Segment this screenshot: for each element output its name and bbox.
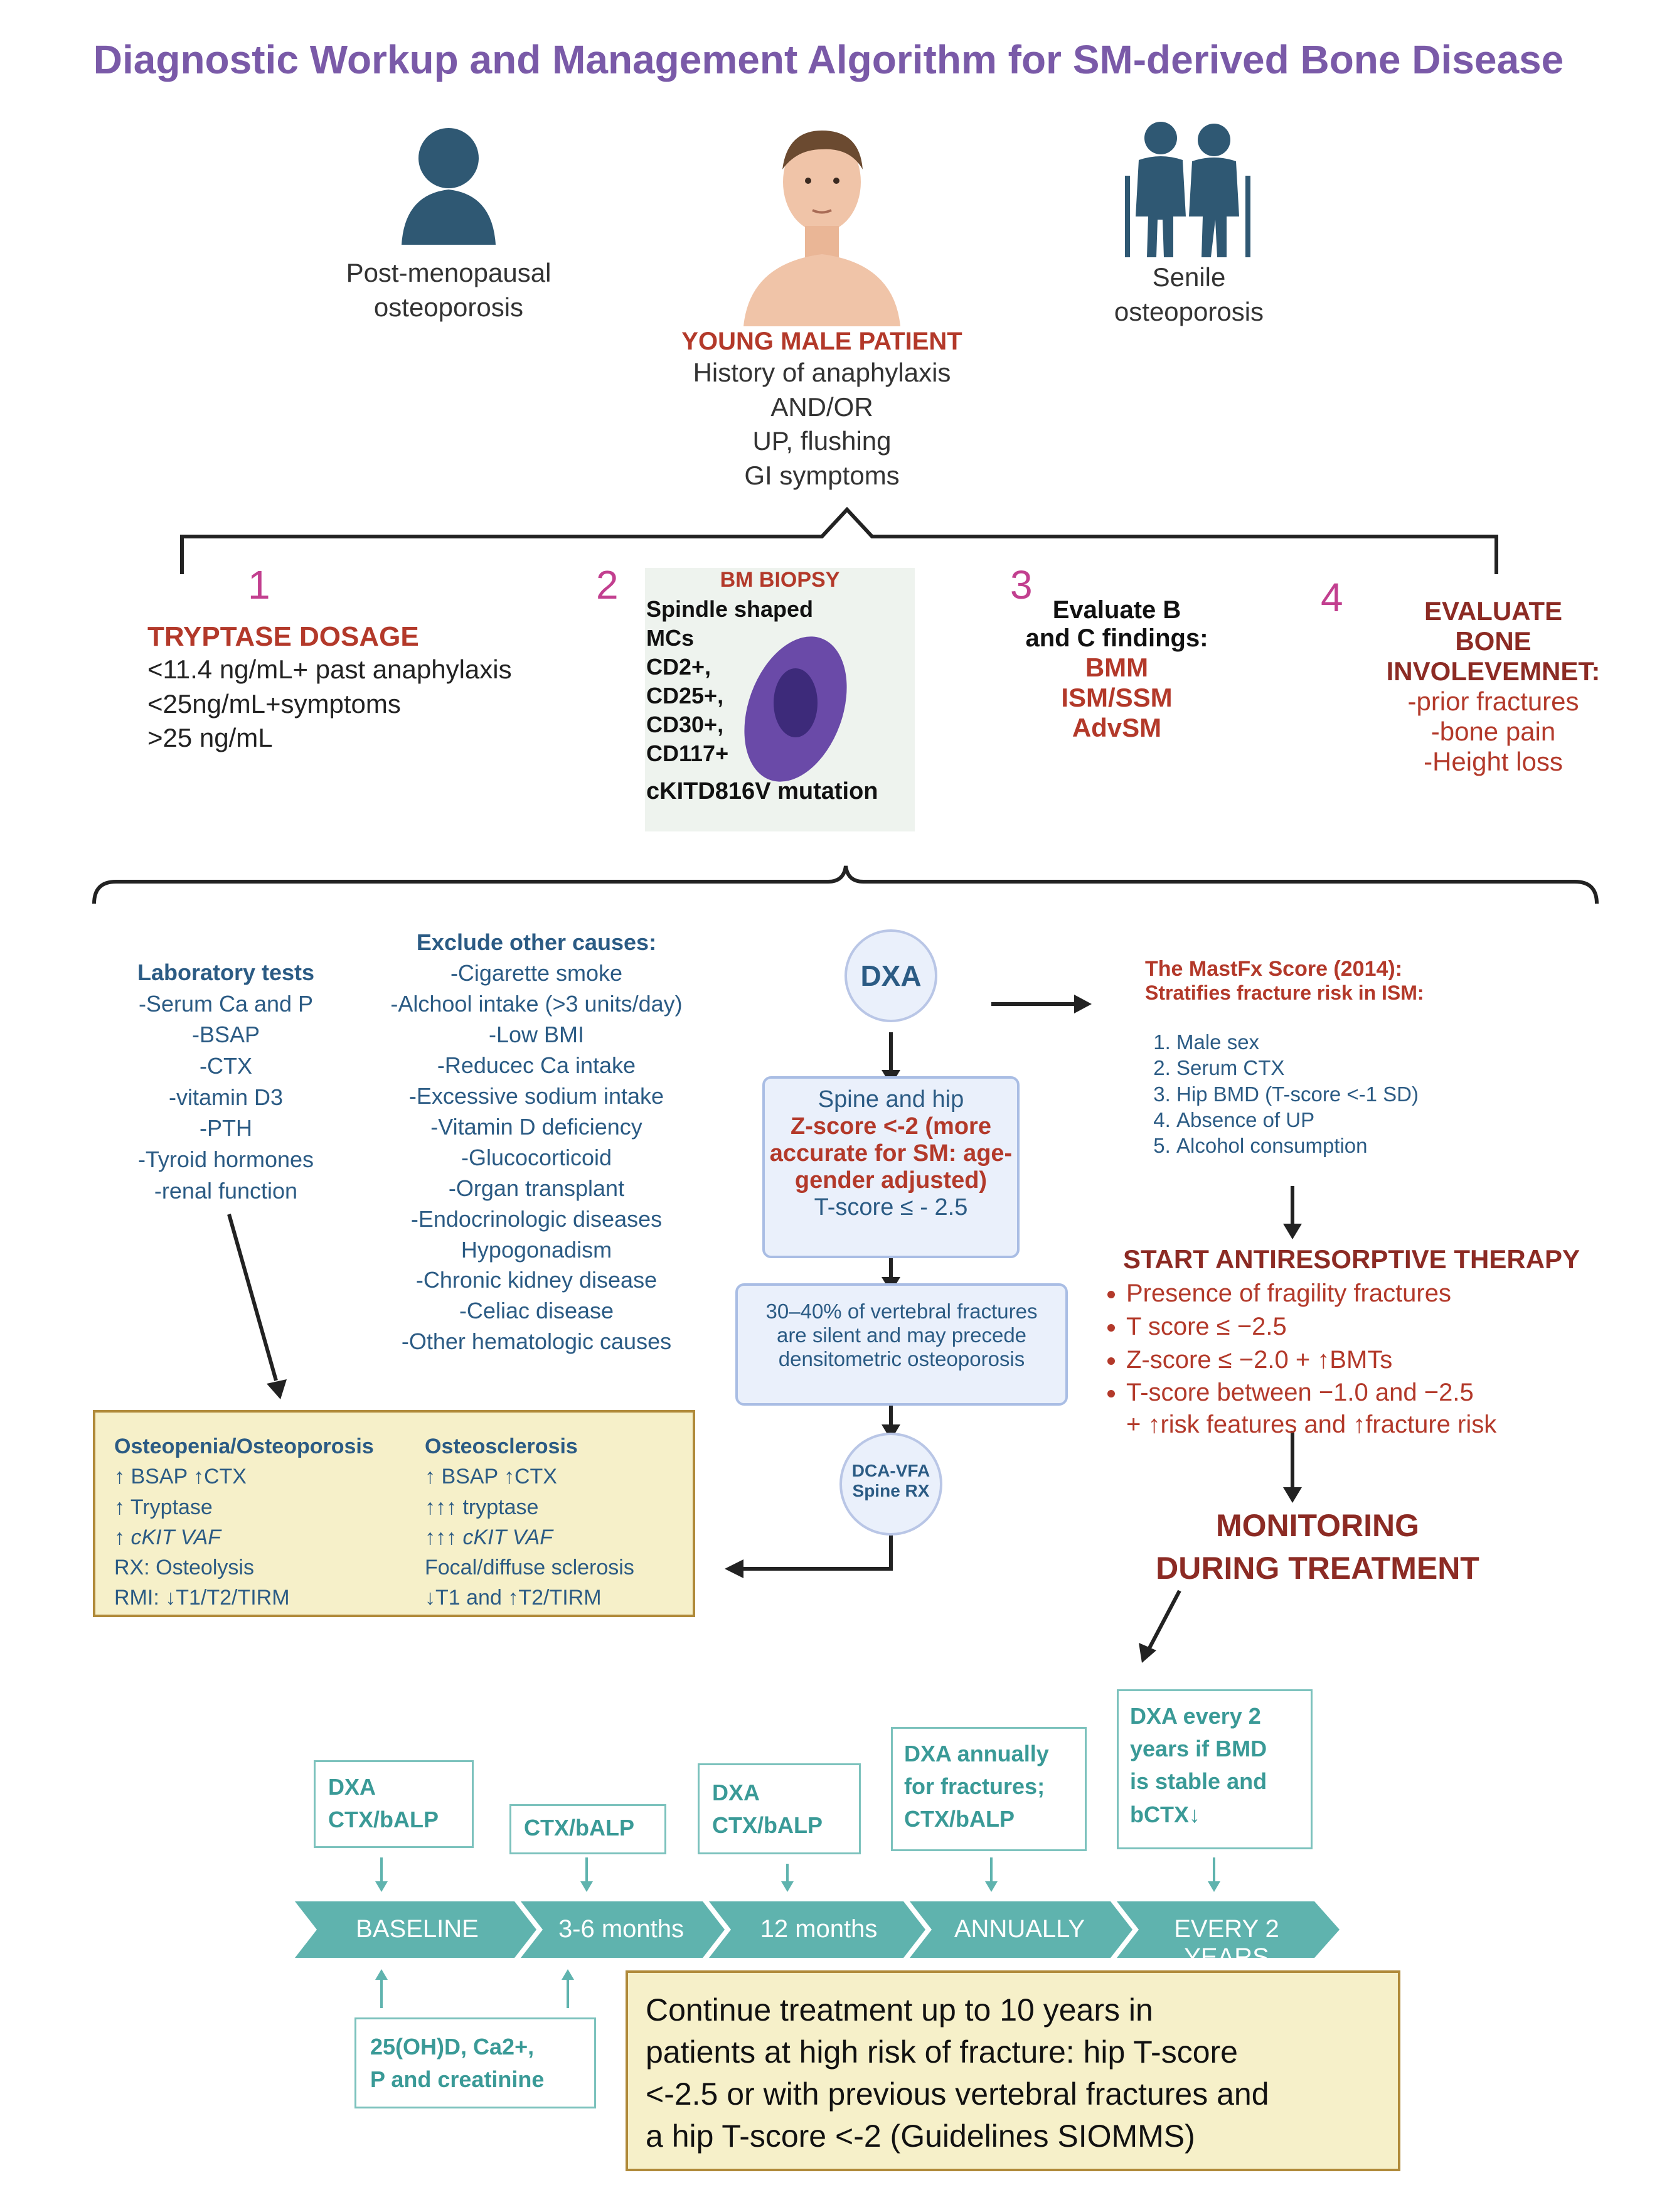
stage-every-2-years: EVERY 2 YEARS [1174, 1915, 1279, 1971]
mastfx-block: The MastFx Score (2014): Stratifies frac… [1145, 957, 1424, 1004]
mast-cell-icon [744, 636, 847, 782]
findings-col-osteoporosis: Osteopenia/Osteoporosis ↑ BSAP ↑CTX ↑ Tr… [114, 1435, 374, 1610]
step-4-block: EVALUATE BONE INVOLEVEMNET: -prior fract… [1386, 596, 1601, 776]
timeline-box-labs: 25(OH)D, Ca2+,P and creatinine [354, 2017, 596, 2108]
findings-col-osteosclerosis: Osteosclerosis ↑ BSAP ↑CTX ↑↑↑ tryptase … [425, 1435, 634, 1610]
step-2-lines: Spindle shaped MCs CD2+, CD25+, CD30+, C… [646, 596, 814, 767]
elderly-couple-icon [1125, 122, 1250, 257]
therapy-title: START ANTIRESORPTIVE THERAPY [1123, 1244, 1580, 1274]
therapy-list: Presence of fragility fractures T score … [1095, 1277, 1628, 1409]
young-man-icon [743, 131, 900, 326]
silent-fractures-box: 30–40% of vertebral fractures are silent… [735, 1283, 1068, 1406]
dxa-label: DXA [860, 959, 922, 992]
stage-annually: ANNUALLY [954, 1915, 1085, 1943]
step-3-number: 3 [1010, 562, 1033, 607]
stage-12-months: 12 months [760, 1915, 878, 1943]
findings-box: Osteopenia/Osteoporosis ↑ BSAP ↑CTX ↑ Tr… [93, 1410, 695, 1617]
woman-icon [402, 128, 496, 245]
step-3-block: Evaluate B and C findings: BMM ISM/SSM A… [1025, 596, 1208, 742]
exclude-causes: Exclude other causes: -Cigarette smoke -… [390, 929, 683, 1355]
step-2-number: 2 [596, 562, 619, 607]
step-2-mutation: cKITD816V mutation [646, 778, 878, 804]
page-title: Diagnostic Workup and Management Algorit… [93, 37, 1564, 82]
step-1-number: 1 [248, 562, 270, 607]
lab-tests: Laboratory tests -Serum Ca and P -BSAP -… [137, 959, 315, 1204]
dxa-criteria-box: Spine and hip Z-score <-2 (more accurate… [762, 1076, 1020, 1258]
timeline-box-3-6: CTX/bALP [509, 1804, 666, 1854]
patient-block: YOUNG MALE PATIENT History of anaphylaxi… [615, 328, 1029, 493]
mastfx-list: Male sex Serum CTX Hip BMD (T-score <-1 … [1145, 1029, 1553, 1158]
step-4-number: 4 [1321, 575, 1343, 620]
stage-3-6-months: 3-6 months [558, 1915, 685, 1943]
therapy-extra: + ↑risk features and ↑fracture risk [1126, 1411, 1497, 1438]
stage-baseline: BASELINE [356, 1915, 479, 1943]
patient-title: YOUNG MALE PATIENT [681, 328, 962, 355]
step-1-block: TRYPTASE DOSAGE <11.4 ng/mL+ past anaphy… [147, 621, 512, 753]
continue-treatment-note: Continue treatment up to 10 years in pat… [626, 1970, 1400, 2171]
biopsy-image [645, 568, 915, 831]
step-2-title: BM BIOPSY [720, 568, 840, 592]
